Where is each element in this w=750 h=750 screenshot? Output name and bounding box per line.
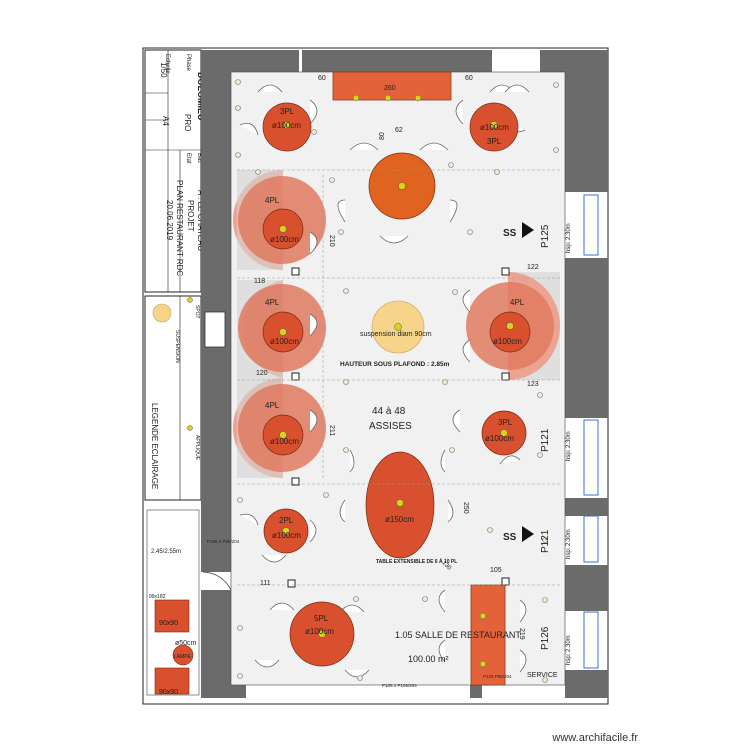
- dim: 122: [527, 264, 539, 271]
- table-label-diameter: ø100cm: [270, 337, 299, 346]
- dim: 210: [328, 235, 335, 247]
- table-label-places: 4PL: [265, 401, 280, 410]
- armchair-1-label: 90x90: [159, 620, 178, 627]
- table-label-diameter: ø100cm: [272, 531, 301, 540]
- opening-p121b: P121: [540, 529, 551, 553]
- ceiling-note: hsp: 2.30m: [566, 431, 572, 461]
- table-label-places: 3PL: [487, 137, 502, 146]
- hall-ceiling: 2.45/2.55m: [151, 549, 181, 555]
- opening-p121a: P121: [540, 428, 551, 452]
- service-label: SERVICE: [527, 672, 558, 679]
- dim: 250: [462, 502, 469, 514]
- dim: 118: [254, 278, 265, 285]
- lighting-legend: SPOT SUSPENSION APPLIQUE LEGENDE ECLAIRA…: [144, 295, 202, 501]
- dim: 111: [260, 580, 271, 587]
- dim: 120: [256, 370, 268, 377]
- legend-spot-swatch: [187, 297, 193, 303]
- table-label-places: 4PL: [265, 298, 280, 307]
- chairs: [239, 84, 530, 678]
- format-value: A4: [161, 116, 170, 126]
- spot-lights: [279, 94, 514, 668]
- scale-value: 1/50: [159, 62, 168, 78]
- room-area: 100.00 m²: [408, 654, 449, 664]
- dim: 130: [441, 560, 453, 572]
- windows: [583, 194, 599, 669]
- lamp-label: LAMPE: [174, 654, 192, 660]
- dim: 62: [395, 127, 403, 134]
- table-label-places: 5PL: [314, 614, 329, 623]
- table-label-places: 4PL: [510, 298, 525, 307]
- legend-spot-label: SPOT: [194, 305, 200, 319]
- ss-arrow-top: [522, 222, 534, 238]
- opening-p125: P125: [540, 224, 551, 248]
- door-ref: P128 P06/204: [483, 674, 512, 679]
- table-label-diameter: ø100cm: [485, 434, 514, 443]
- ceiling-note: hsp: 2.30m: [566, 223, 572, 253]
- dim: 219: [518, 628, 525, 640]
- legend-applique-label: APPLIQUE: [194, 435, 200, 461]
- table-label-diameter: ø100cm: [272, 121, 301, 130]
- dim: 260: [384, 85, 396, 92]
- plan-date: 20.06.2019: [165, 200, 174, 241]
- plan-title: PLAN RESTAURANT RDC: [175, 180, 184, 276]
- lamp-diameter: ø50cm: [175, 640, 197, 647]
- dim: 123: [527, 381, 539, 388]
- ceiling-note: hsp: 2.30m: [566, 635, 572, 665]
- suspension-note: suspension diam 90cm: [360, 331, 432, 338]
- dim: 60: [318, 75, 326, 82]
- building-walls: [201, 50, 608, 698]
- capacity: 44 à 48: [372, 406, 406, 417]
- table-4pl-c: [489, 311, 531, 353]
- title-block: DOLOMIEU Phase PRO Echelle 1/50 A4 Bât. …: [144, 49, 206, 293]
- bat-label: Bât.: [196, 153, 202, 164]
- dim: 105: [490, 567, 502, 574]
- table-label-places: 4PL: [265, 196, 280, 205]
- room-name: 1.05 SALLE DE RESTAURANT: [395, 630, 521, 640]
- door-ref: P105.2 P06/204: [207, 539, 240, 544]
- armchair-2: [154, 667, 190, 695]
- legend-suspension-label: SUSPENSION: [174, 330, 180, 363]
- scale-label: Echelle: [164, 54, 170, 74]
- table-label-diameter: ø100cm: [305, 627, 334, 636]
- ceiling-height: HAUTEUR SOUS PLAFOND : 2.85m: [340, 361, 450, 368]
- table-label-diameter: ø100cm: [493, 337, 522, 346]
- dimension-lines: [237, 169, 560, 586]
- bat-value: A . LE CHATEAU: [196, 190, 205, 251]
- phase-label: Phase: [185, 54, 191, 72]
- wall-sockets: [287, 267, 510, 588]
- phase-value: PRO: [183, 114, 192, 131]
- armchair-2-label: 90x90: [159, 689, 178, 696]
- applique-lights: [235, 79, 559, 683]
- table-label-places: 2PL: [279, 516, 294, 525]
- table-label-places: 3PL: [280, 107, 295, 116]
- ss-label-top: SS: [503, 228, 517, 239]
- annex-dim: 99x182: [149, 594, 166, 600]
- banquette-top: [332, 71, 452, 101]
- table-label-diameter: ø100cm: [480, 123, 509, 132]
- armchair-1: [154, 599, 190, 633]
- dim: 60: [465, 75, 473, 82]
- watermark: www.archifacile.fr: [552, 732, 638, 744]
- door-ref: P105.1 P106/204: [382, 683, 417, 688]
- table-label-diameter: ø100cm: [270, 235, 299, 244]
- legend-applique-swatch: [187, 425, 193, 431]
- ss-label-bottom: SS: [503, 532, 517, 543]
- entry-door-swing: [202, 571, 232, 591]
- extensible-table-note: TABLE EXTENSIBLE DE 6 À 10 PL: [376, 558, 457, 565]
- capacity-label: ASSISES: [369, 421, 412, 432]
- legend-suspension-swatch: [152, 303, 172, 323]
- ceiling-note: hsp: 2.30m: [566, 529, 572, 559]
- etat-value: PROJET: [186, 200, 195, 232]
- opening-p126: P126: [540, 626, 551, 650]
- table-label-diameter: ø150cm: [385, 515, 414, 524]
- etat-label: Etat: [185, 153, 191, 164]
- table-label-diameter: ø100cm: [270, 437, 299, 446]
- dim: 211: [328, 425, 335, 436]
- dim: 80: [379, 132, 386, 140]
- lamp-table: [172, 644, 194, 666]
- legend-title: LEGENDE ECLAIRAGE: [150, 403, 159, 489]
- ss-arrow-bottom: [522, 526, 534, 542]
- table-label-places: 3PL: [498, 418, 513, 427]
